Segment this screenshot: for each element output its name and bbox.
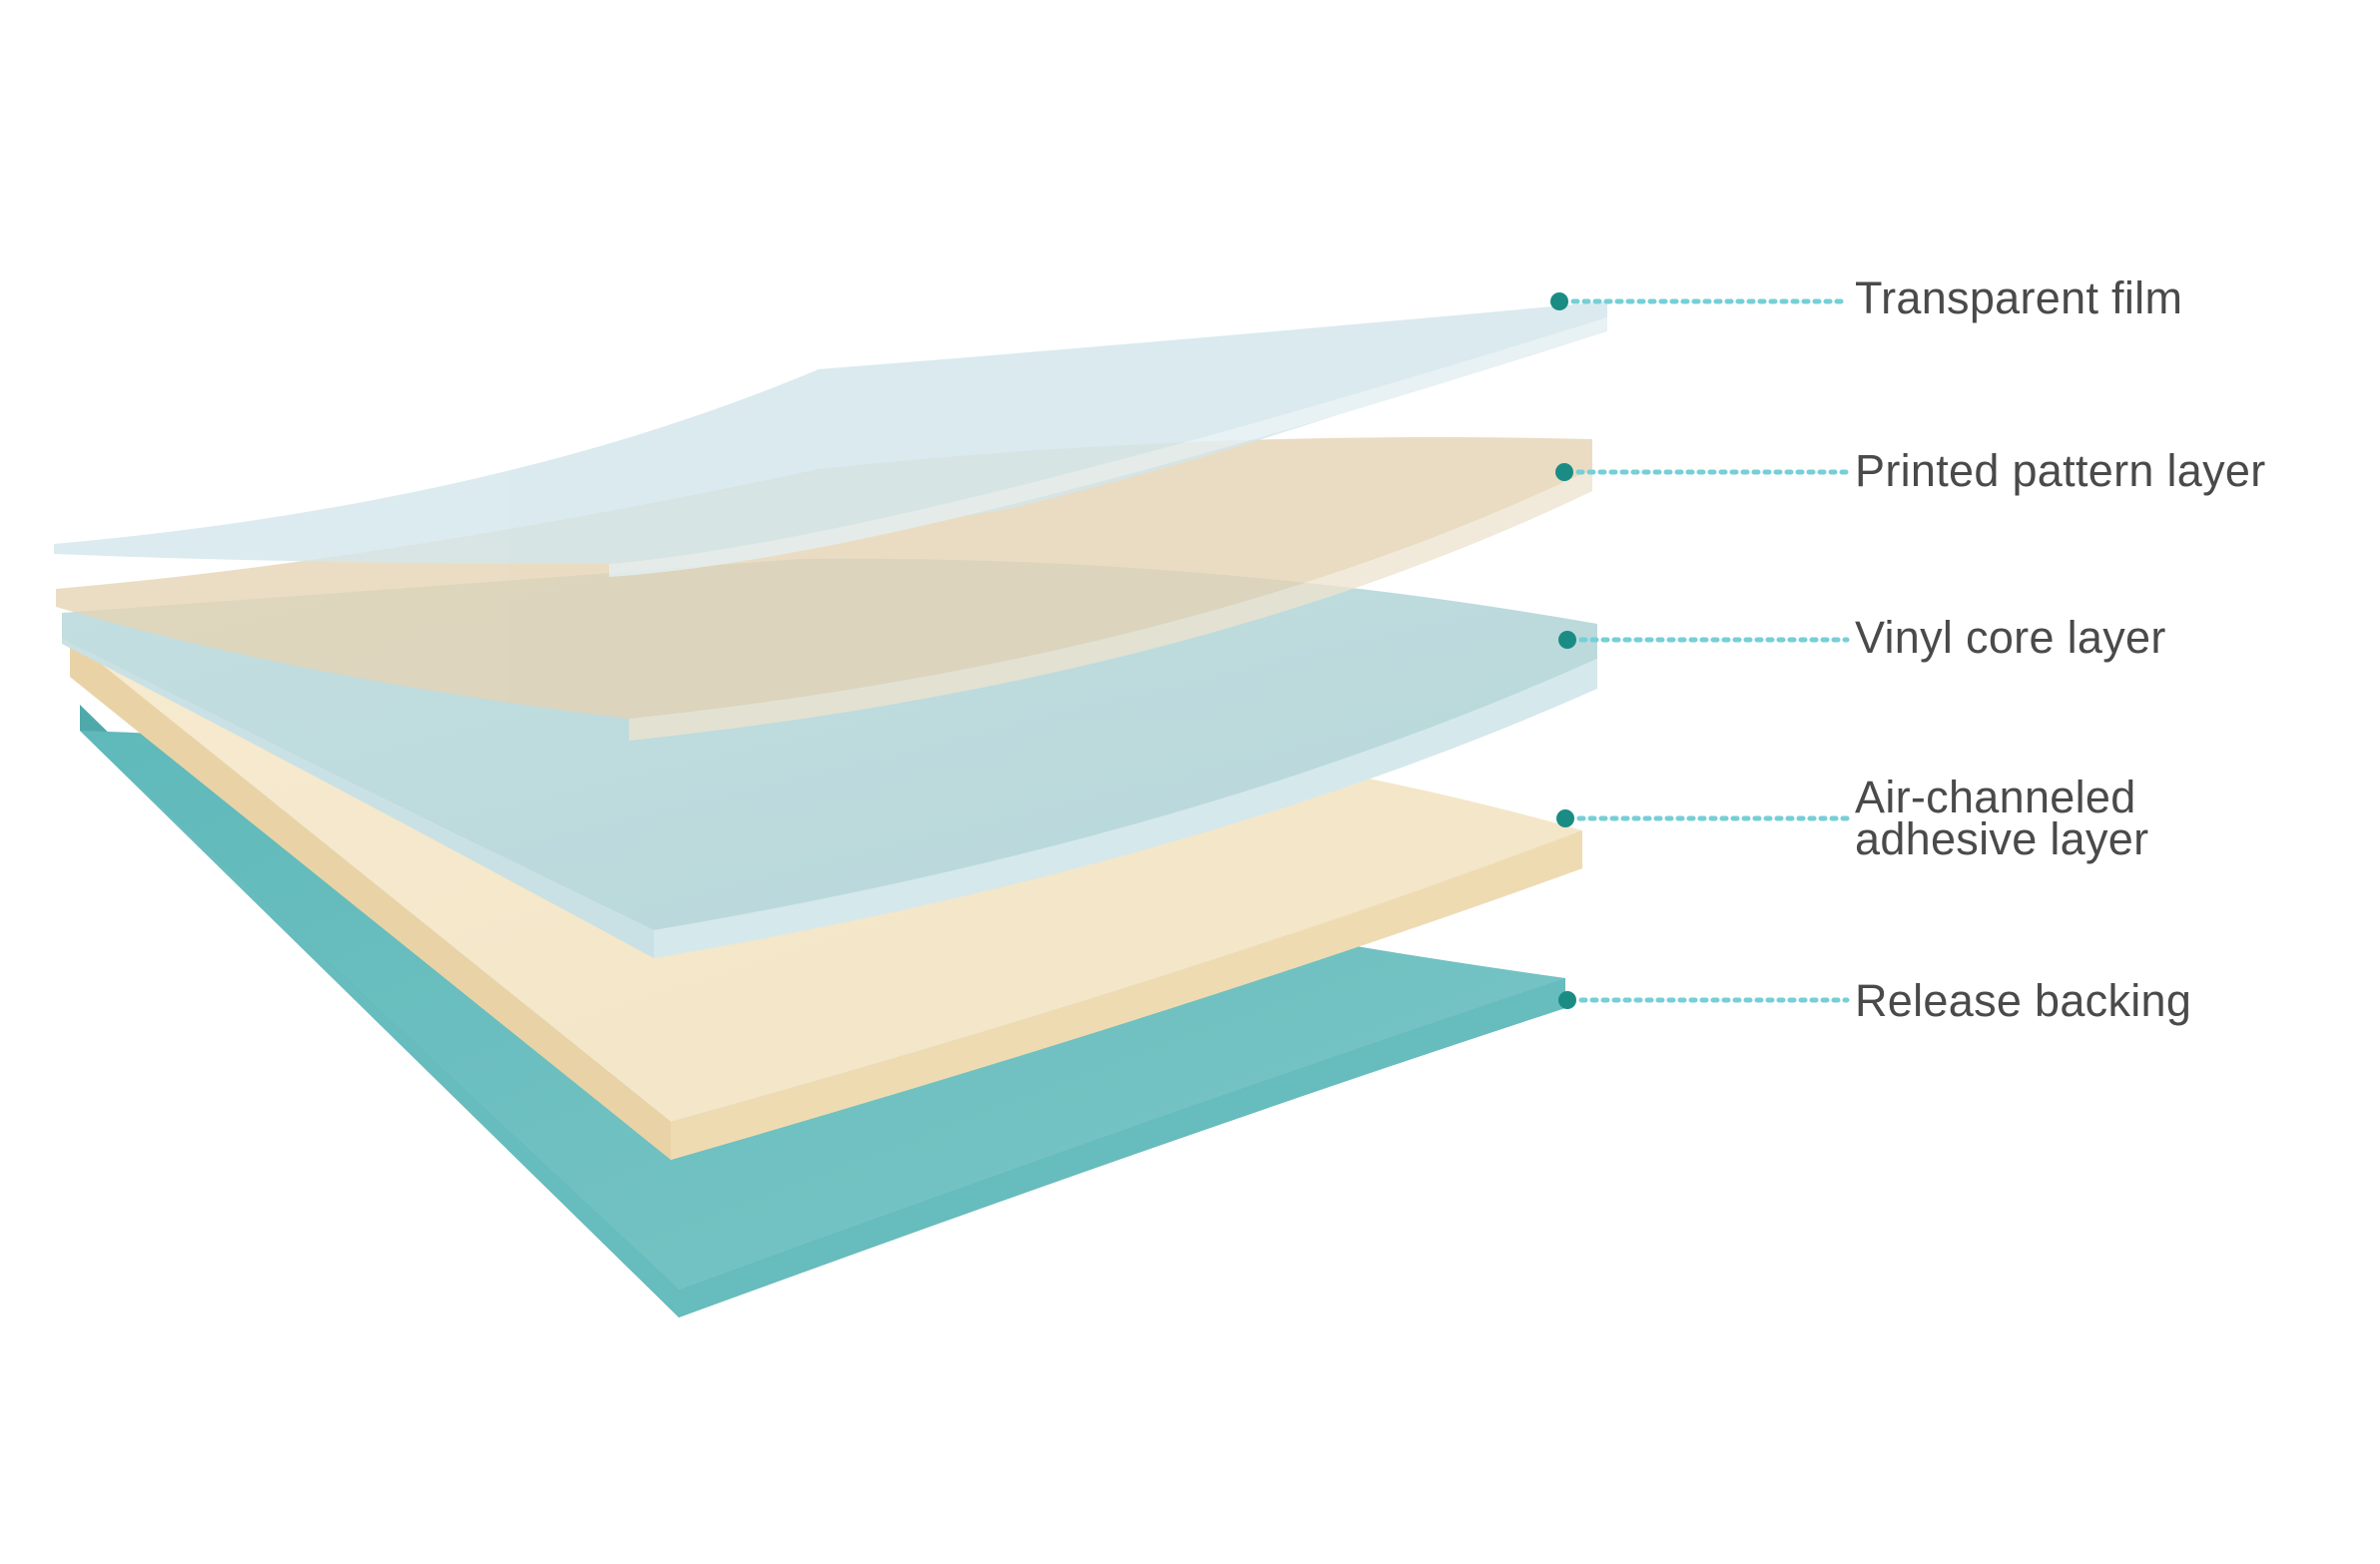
label-vinyl-core: Vinyl core layer xyxy=(1855,612,2166,663)
vinyl-core-edge xyxy=(654,659,1597,958)
printed-pattern-top xyxy=(56,437,1592,719)
label-printed-pattern: Printed pattern layer xyxy=(1855,445,2266,496)
label-adhesive: Air-channeled adhesive layer xyxy=(1855,772,2149,864)
label-release-backing: Release backing xyxy=(1855,975,2192,1026)
callouts xyxy=(1550,292,1850,1009)
callout-dot-printed-pattern xyxy=(1555,463,1573,481)
callout-dot-release-backing xyxy=(1558,991,1576,1009)
printed-pattern-layer xyxy=(56,437,1592,741)
callout-dot-transparent-film xyxy=(1550,292,1568,310)
callout-dot-vinyl-core xyxy=(1558,631,1576,649)
callout-dot-adhesive xyxy=(1556,809,1574,827)
transparent-film-top xyxy=(54,301,1607,564)
label-transparent-film: Transparent film xyxy=(1855,272,2183,323)
transparent-film-layer xyxy=(54,301,1607,577)
